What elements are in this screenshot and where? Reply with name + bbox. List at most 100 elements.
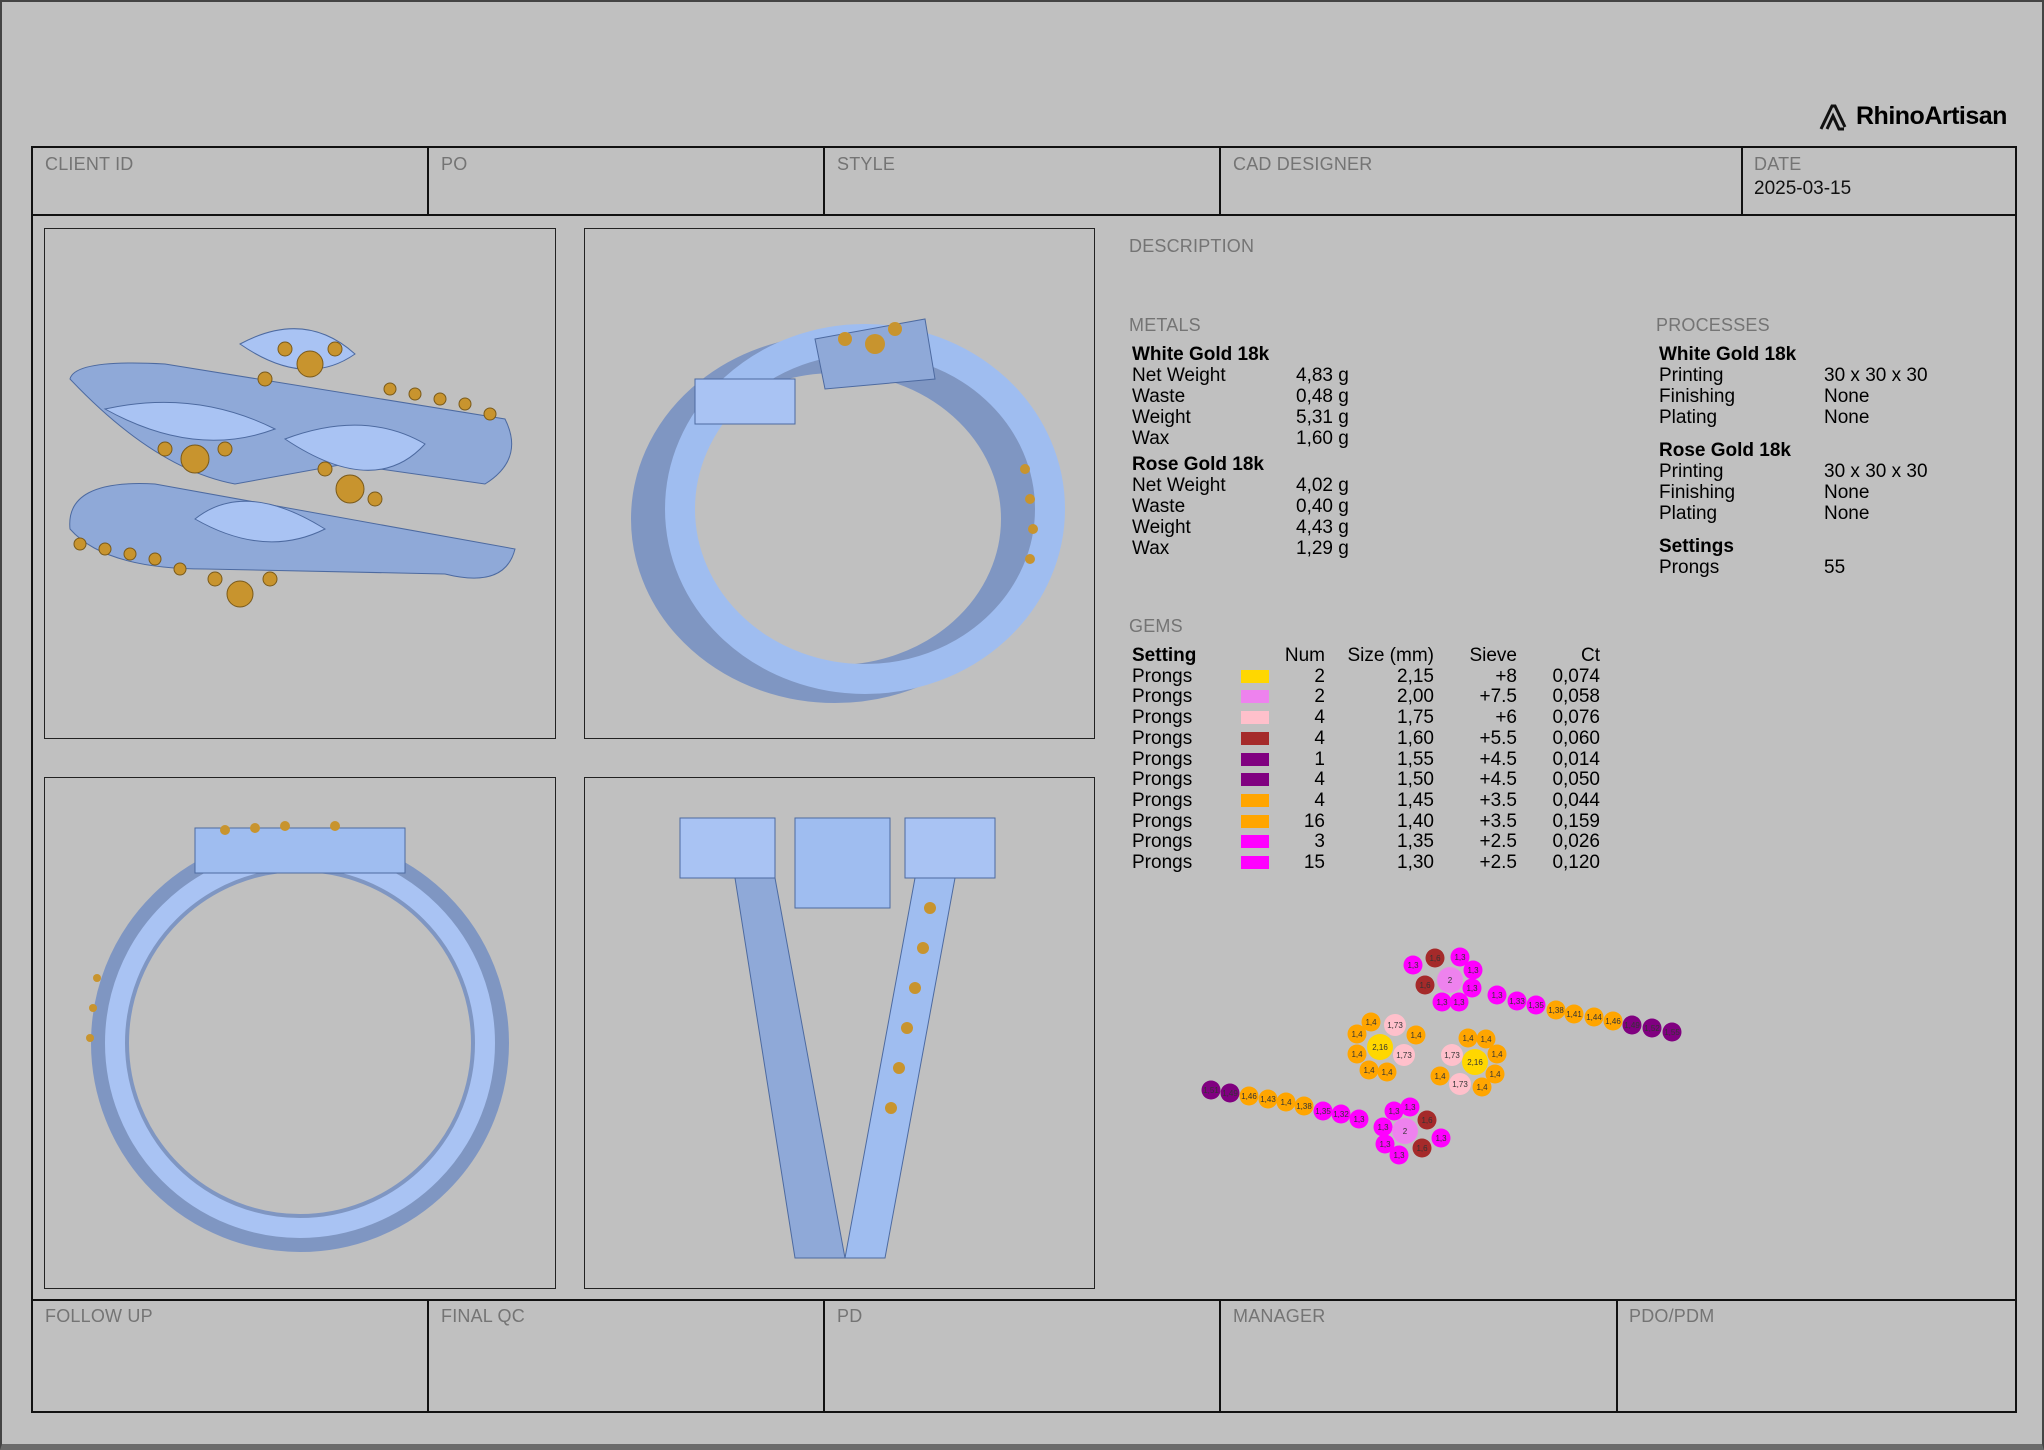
gem-marker: [1384, 1014, 1406, 1036]
column-header-ct: Ct: [1581, 645, 1600, 666]
description-label: DESCRIPTION: [1129, 236, 1255, 256]
gem-marker-label: 1,3: [1388, 1107, 1400, 1116]
gem-marker: [1449, 992, 1469, 1012]
process-field-label: Printing: [1659, 461, 1724, 482]
cad-designer-label: CAD DESIGNER: [1233, 154, 1373, 174]
gem-marker-label: 2: [1403, 1127, 1408, 1136]
gem-marker: [1449, 1073, 1471, 1095]
gem-marker-label: 1,46: [1605, 1017, 1621, 1026]
gem-marker-label: 1,4: [1381, 1068, 1393, 1077]
gem-marker: [1377, 1062, 1397, 1082]
metal-field-value: 4,83 g: [1296, 365, 1349, 386]
gem-size: 1,50: [1397, 769, 1434, 791]
metal-field-value: 1,29 g: [1296, 538, 1349, 559]
process-field-label: Plating: [1659, 503, 1718, 524]
gem-marker-label: 1,3: [1436, 998, 1448, 1007]
gem-marker-label: 1,73: [1387, 1021, 1403, 1030]
gem-marker: [1485, 1064, 1505, 1084]
gem-marker: [1564, 1004, 1584, 1024]
gem-marker-label: 2,16: [1467, 1058, 1483, 1067]
gem-marker-label: 1,35: [1315, 1107, 1331, 1116]
gem-marker-label: 1,3: [1435, 1134, 1447, 1143]
rhinoartisan-logo-icon: [1819, 104, 1847, 130]
gem-setting: Prongs: [1132, 831, 1193, 853]
gem-ct: 0,050: [1552, 769, 1600, 791]
metal-field-label: Weight: [1132, 517, 1191, 538]
process-field-value: 55: [1824, 557, 1846, 578]
gem-marker: [1476, 1029, 1496, 1049]
gem-marker-label: 1,35: [1528, 1001, 1544, 1010]
gem-marker: [1361, 1012, 1381, 1032]
pdo-pdm-label: PDO/PDM: [1629, 1306, 1715, 1326]
gem-marker-label: 1,38: [1548, 1006, 1564, 1015]
metal-field-value: 0,48 g: [1296, 386, 1349, 407]
metal-field-label: Wax: [1132, 428, 1170, 449]
gem-marker: [1431, 1128, 1451, 1148]
gem-marker: [1487, 985, 1507, 1005]
po-label: PO: [441, 154, 468, 174]
gem-sieve: +3.5: [1479, 810, 1517, 832]
gem-marker: [1417, 1110, 1437, 1130]
gem-marker-label: 1,41: [1566, 1010, 1582, 1019]
gem-marker: [1462, 1049, 1488, 1075]
gem-color-swatch: [1241, 669, 1269, 683]
column-header-num: Num: [1284, 645, 1325, 666]
gem-setting: Prongs: [1132, 852, 1193, 873]
gem-marker-label: 1,49: [1222, 1089, 1238, 1098]
gem-size: 1,30: [1397, 852, 1434, 873]
gem-size: 1,45: [1397, 789, 1434, 811]
gem-sieve: +3.5: [1479, 789, 1517, 811]
gem-marker-label: 2,16: [1372, 1043, 1388, 1052]
gem-marker: [1458, 1028, 1478, 1048]
process-field-value: 30 x 30 x 30: [1824, 365, 1928, 386]
gem-marker-label: 1,46: [1241, 1092, 1257, 1101]
gem-marker: [1359, 1060, 1379, 1080]
metal-field-label: Net Weight: [1132, 475, 1226, 496]
gem-marker: [1507, 991, 1527, 1011]
gem-marker: [1239, 1086, 1259, 1106]
gem-sieve: +8: [1495, 665, 1517, 687]
gem-ct: 0,026: [1552, 831, 1600, 853]
divider: [1219, 1299, 1221, 1411]
gem-sieve: +2.5: [1479, 852, 1517, 873]
gem-sieve: +7.5: [1479, 686, 1517, 708]
gem-marker: [1331, 1104, 1351, 1124]
gem-marker-label: 1,3: [1466, 984, 1478, 993]
gems-label: GEMS: [1129, 616, 1183, 636]
gem-num: 16: [1303, 810, 1325, 832]
gem-marker: [1425, 948, 1445, 968]
date-value: 2025-03-15: [1754, 178, 1852, 199]
footer-divider: [31, 1299, 2015, 1301]
gem-marker-label: 1,3: [1454, 953, 1466, 962]
gem-color-swatch: [1241, 752, 1269, 766]
gem-marker-label: 1,33: [1509, 997, 1525, 1006]
gem-ct: 0,058: [1552, 686, 1600, 708]
column-header-size: Size (mm): [1347, 645, 1434, 666]
brand-logo: RhinoArtisan: [1818, 102, 2007, 131]
process-field-label: Prongs: [1659, 557, 1720, 578]
pd-label: PD: [837, 1306, 863, 1326]
client-id-label: CLIENT ID: [45, 154, 134, 174]
gem-marker-label: 1,51: [1203, 1086, 1219, 1095]
gem-marker: [1603, 1011, 1623, 1031]
gem-num: 2: [1314, 686, 1325, 708]
process-group-title: Settings: [1659, 536, 1734, 557]
process-field-value: 30 x 30 x 30: [1824, 461, 1928, 482]
date-label: DATE: [1754, 154, 1802, 174]
gem-setting: Prongs: [1132, 789, 1193, 811]
gem-size: 2,00: [1397, 686, 1434, 708]
gem-num: 4: [1314, 707, 1325, 729]
gem-marker-label: 1,4: [1351, 1030, 1363, 1039]
follow-up-label: FOLLOW UP: [45, 1306, 153, 1326]
gem-marker-label: 1,3: [1491, 991, 1503, 1000]
divider: [427, 146, 429, 215]
metal-field-label: Net Weight: [1132, 365, 1226, 386]
gem-marker-label: 1,52: [1644, 1024, 1660, 1033]
gem-marker: [1400, 1097, 1420, 1117]
spec-sheet-frame: [31, 146, 2017, 1413]
gem-marker: [1622, 1015, 1642, 1035]
processes-label: PROCESSES: [1656, 315, 1770, 335]
gem-marker-label: 1,3: [1377, 1123, 1389, 1132]
metals-label: METALS: [1129, 315, 1201, 335]
